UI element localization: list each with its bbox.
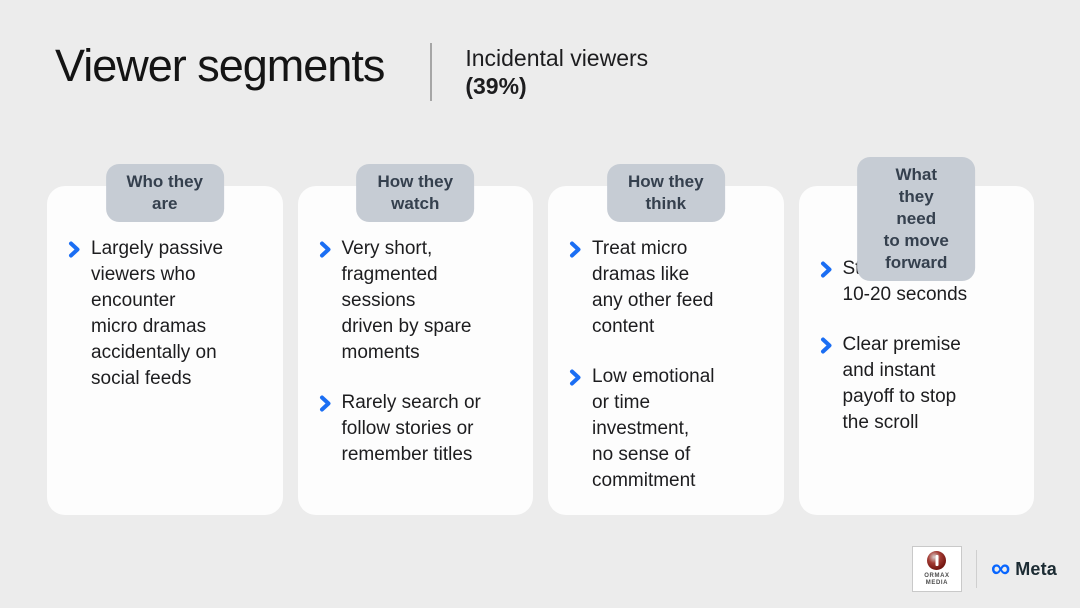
footer-divider [975,550,977,588]
meta-logo-text: Meta [1015,558,1057,579]
chevron-right-icon [569,241,582,263]
column-badge: What they need to move forward [857,157,976,281]
meta-infinity-icon: ∞ [990,553,1011,583]
bullet-text: Treat micro dramas like any other feed c… [592,238,714,337]
segment-name: Incidental viewers [465,45,649,71]
header-divider [430,43,433,101]
bullet-item: Largely passive viewers who encounter mi… [68,236,265,392]
bullet-item: Treat micro dramas like any other feed c… [569,236,766,340]
ormax-media-logo: ORMAX MEDIA [911,546,962,592]
chevron-right-icon [319,241,332,263]
ormax-logo-line2: MEDIA [925,580,949,586]
segment-share: (39%) [465,73,527,99]
header: Viewer segments Incidental viewers (39%) [55,40,648,101]
bullet-text: Low emotional or time investment, no sen… [592,366,715,491]
ormax-logo-text: ORMAX MEDIA [924,573,949,587]
column-what-they-need: What they need to move forward Strong fi… [798,157,1034,515]
bullet-text: Very short, fragmented sessions driven b… [341,238,472,363]
bullet-text: Rarely search or follow stories or remem… [341,392,481,465]
segment-block: Incidental viewers (39%) [465,40,648,101]
chevron-right-icon [820,337,833,359]
bullet-item: Very short, fragmented sessions driven b… [319,236,516,366]
column-card: Very short, fragmented sessions driven b… [297,186,533,515]
column-badge: How they watch [356,164,475,222]
column-card: Largely passive viewers who encounter mi… [47,186,283,515]
column-how-they-watch: How they watch Very short, fragmented se… [297,157,533,515]
ormax-sphere-icon [927,551,947,570]
chevron-right-icon [319,395,332,417]
bullet-text: Clear premise and instant payoff to stop… [842,334,961,433]
bullet-item: Low emotional or time investment, no sen… [569,364,766,494]
column-badge: How they think [606,164,725,222]
segment-columns: Who they are Largely passive viewers who… [47,157,1034,515]
bullet-item: Rarely search or follow stories or remem… [319,390,516,468]
chevron-right-icon [68,241,81,263]
column-how-they-think: How they think Treat micro dramas like a… [548,157,784,515]
column-card: Treat micro dramas like any other feed c… [548,186,784,515]
meta-logo: ∞ Meta [990,553,1057,583]
chevron-right-icon [569,369,582,391]
column-who-they-are: Who they are Largely passive viewers who… [47,157,283,515]
footer-logos: ORMAX MEDIA ∞ Meta [911,546,1057,592]
column-badge: Who they are [105,164,224,222]
chevron-right-icon [820,261,833,283]
bullet-item: Clear premise and instant payoff to stop… [820,332,1017,436]
page-title: Viewer segments [55,40,385,91]
ormax-logo-line1: ORMAX [924,573,950,579]
bullet-text: Largely passive viewers who encounter mi… [91,238,224,389]
